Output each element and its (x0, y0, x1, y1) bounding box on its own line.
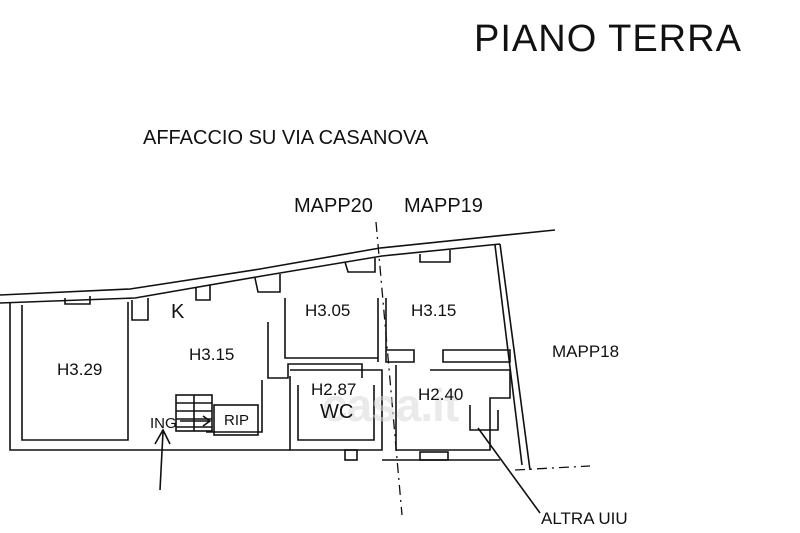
parcel-label-mapp20: MAPP20 (294, 195, 373, 217)
stub-wall (195, 285, 211, 301)
se-room-walls (469, 405, 499, 431)
facade-window (419, 250, 451, 263)
partition-wall (267, 322, 363, 379)
right-boundary-wall (494, 244, 523, 466)
partition-wall (442, 349, 511, 363)
partition-wall (385, 298, 415, 363)
room-left-height: H3.29 (57, 360, 103, 379)
right-boundary-wall (499, 243, 531, 471)
left-room-walls (9, 303, 140, 451)
bottom-opening (344, 449, 358, 461)
watermark: casa.it (322, 379, 459, 431)
wc-height: H2.87 (311, 380, 357, 399)
facade-window (64, 296, 91, 305)
room-se-height: H2.40 (418, 385, 464, 404)
left-room-walls (21, 302, 129, 441)
street-label: AFFACCIO SU VIA CASANOVA (143, 127, 429, 149)
storage-label: RIP (224, 412, 250, 429)
page-title: PIANO TERRA (474, 18, 742, 60)
facade-window (344, 258, 376, 273)
wc-walls (297, 385, 375, 441)
property-line (514, 465, 591, 471)
room-mid-height: H3.05 (305, 301, 351, 320)
stub-wall (131, 298, 149, 321)
stair-arrow (180, 415, 212, 427)
bottom-opening (419, 451, 449, 461)
room-right-height: H3.15 (411, 301, 457, 320)
parcel-label-mapp18: MAPP18 (552, 342, 620, 361)
rip-room (213, 404, 259, 436)
facade-window (254, 274, 281, 293)
partition-wall (206, 380, 263, 433)
property-line (375, 221, 403, 516)
street-line (0, 229, 556, 296)
kitchen-height: H3.15 (189, 345, 235, 364)
kitchen-label: K (171, 301, 185, 323)
parcel-label-mapp19: MAPP19 (404, 195, 483, 217)
other-unit-leader (477, 427, 541, 514)
wc-walls (289, 369, 383, 451)
entrance-arrow (154, 428, 171, 491)
facade-wall (0, 243, 501, 304)
entrance-label: ING (150, 415, 177, 432)
other-unit-label: ALTRA UIU (541, 509, 628, 528)
partition-wall (284, 298, 378, 359)
wc-label: WC (320, 401, 354, 423)
